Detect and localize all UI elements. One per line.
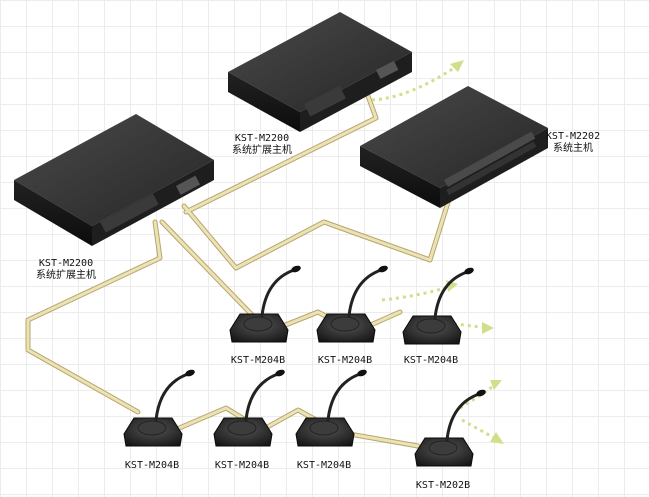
arrow-head-mic-b <box>490 432 504 444</box>
arrow-head-ext-top <box>450 60 464 72</box>
arrow-mic-b <box>461 418 499 442</box>
microphone-unit <box>414 389 486 467</box>
arrow-head-mic-b-up <box>490 380 502 390</box>
label-mic-6: KST-M204B <box>296 460 352 471</box>
microphone-unit <box>123 369 195 447</box>
label-mic-5: KST-M204B <box>214 460 270 471</box>
device-main <box>360 86 548 208</box>
microphone-unit <box>295 369 367 447</box>
microphone-unit <box>402 267 474 345</box>
label-mic-1: KST-M204B <box>230 355 286 366</box>
device-ext-top <box>228 12 412 132</box>
microphone-unit <box>229 265 301 343</box>
cables <box>25 93 453 449</box>
label-mic-3: KST-M204B <box>403 355 459 366</box>
label-ext-top: KST-M2200 系统扩展主机 <box>232 133 292 156</box>
arrow-head-mic-row1 <box>482 322 494 334</box>
label-ext-left: KST-M2200 系统扩展主机 <box>36 258 96 281</box>
cable-left-to-main <box>181 193 453 271</box>
label-mic-4: KST-M204B <box>124 460 180 471</box>
microphone-unit <box>316 265 388 343</box>
label-main: KST-M2202 系统主机 <box>545 131 601 154</box>
arrow-ext-top <box>371 62 461 102</box>
label-mic-2: KST-M204B <box>317 355 373 366</box>
microphone-unit <box>213 369 285 447</box>
cable-left-to-mic-row2 <box>25 219 163 415</box>
microphones <box>123 265 486 467</box>
device-ext-left <box>14 114 214 246</box>
label-mic-7: KST-M202B <box>415 480 471 491</box>
